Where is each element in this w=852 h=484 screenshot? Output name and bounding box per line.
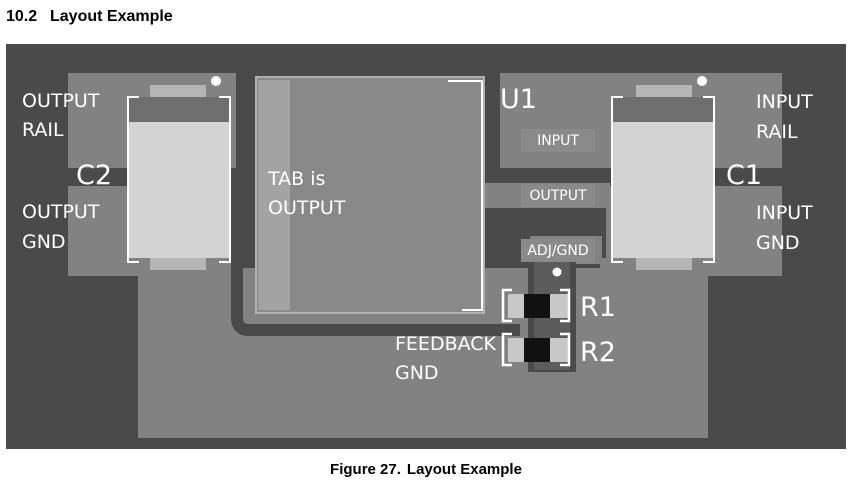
section-heading: 10.2 Layout Example	[6, 8, 173, 26]
section-title: Layout Example	[50, 8, 173, 25]
label-tab-line2: OUTPUT	[268, 197, 346, 219]
c2-body	[128, 122, 230, 258]
label-input-rail-line2: RAIL	[756, 121, 798, 143]
c1-polarity-dot	[697, 76, 707, 86]
c1-band	[612, 97, 714, 122]
u1-input-copper	[500, 73, 610, 168]
label-input-rail-line1: INPUT	[756, 91, 813, 113]
refdes-r2: R2	[580, 337, 616, 368]
tab-edge	[258, 80, 290, 310]
u1-outline	[255, 76, 485, 314]
c1-pad-top	[636, 85, 692, 97]
c2-silkscreen	[127, 96, 231, 263]
c2-band	[128, 97, 230, 122]
c2-pad-top	[150, 85, 206, 97]
c1-body	[612, 122, 714, 258]
refdes-r1: R1	[580, 292, 616, 323]
r2-silkscreen	[501, 332, 571, 367]
label-input-gnd-line2: GND	[756, 232, 800, 254]
u1-body	[290, 80, 480, 310]
figure-number: Figure 27.	[330, 461, 401, 478]
figure-caption: Figure 27. Layout Example	[0, 461, 852, 478]
r1-body	[524, 294, 550, 318]
pin1-dot	[552, 267, 562, 277]
pin-output-label: OUTPUT	[529, 188, 587, 204]
pin-input-label: INPUT	[537, 133, 579, 149]
label-output-rail-line2: RAIL	[22, 119, 64, 141]
label-output-rail-line1: OUTPUT	[22, 90, 100, 112]
pin-input-pad	[521, 129, 595, 152]
pin-adj-pad	[521, 239, 595, 262]
label-feedback-line1: FEEDBACK	[395, 333, 497, 355]
refdes-c1: C1	[726, 160, 762, 191]
c2-polarity-dot	[211, 76, 221, 86]
section-number: 10.2	[6, 8, 38, 25]
refdes-u1: U1	[500, 84, 537, 115]
label-input-gnd-line1: INPUT	[756, 202, 813, 224]
r2-body	[524, 338, 550, 362]
label-output-gnd-line1: OUTPUT	[22, 201, 100, 223]
pin-adj-label: ADJ/GND	[527, 243, 588, 259]
pin-output-pad	[521, 184, 595, 207]
label-feedback-line2: GND	[395, 362, 439, 384]
label-output-gnd-line2: GND	[22, 231, 66, 253]
c1-pad-bottom	[636, 258, 692, 270]
r1-silkscreen	[501, 288, 571, 323]
refdes-c2: C2	[76, 160, 112, 191]
c1-silkscreen	[611, 96, 715, 263]
label-tab-line1: TAB is	[267, 168, 325, 190]
u1-silkscreen	[448, 80, 483, 311]
figure-title: Layout Example	[406, 461, 522, 478]
feedback-trace	[231, 168, 520, 336]
c2-pad-bottom	[150, 258, 206, 270]
